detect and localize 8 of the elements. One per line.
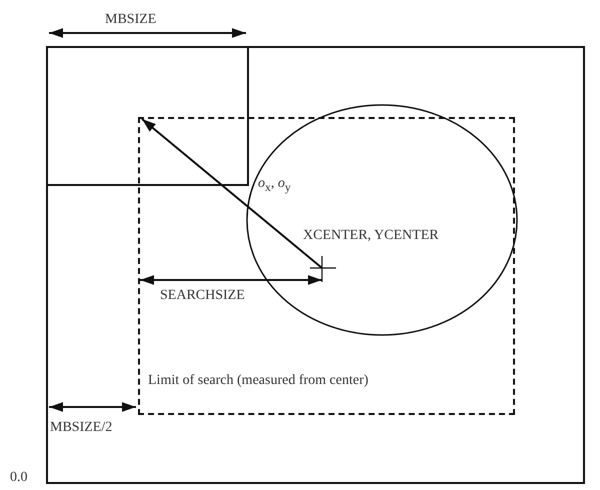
point-label: XCENTER, YCENTER — [303, 228, 439, 244]
origin-label: 0.0 — [10, 470, 28, 486]
dimension-label: MBSIZE/2 — [50, 420, 112, 436]
dimension-label: SEARCHSIZE — [160, 288, 245, 304]
search-limit-box — [138, 117, 515, 415]
point-label: o$_{x}$, o$_{y}$ — [258, 176, 291, 194]
dimension-label: MBSIZE — [105, 12, 156, 28]
search-limit-label: Limit of search (measured from center) — [148, 373, 368, 389]
